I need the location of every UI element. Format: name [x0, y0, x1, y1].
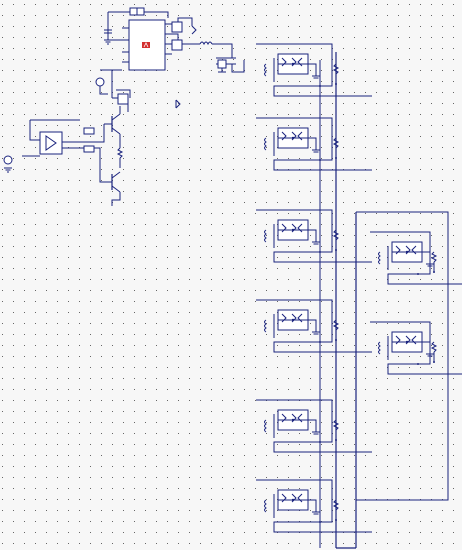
output-inductor[interactable] — [199, 41, 213, 46]
npn-transistor-lower[interactable] — [104, 171, 121, 193]
mosfet-low[interactable] — [171, 39, 183, 51]
right-cell-2[interactable] — [370, 321, 462, 375]
ground-icon — [104, 39, 112, 45]
battery-cell-2[interactable] — [256, 117, 372, 171]
battery-cell-6[interactable] — [256, 479, 372, 533]
voltage-source-icon[interactable] — [95, 77, 105, 87]
battery-cell-4[interactable] — [256, 299, 372, 353]
battery-cell-1[interactable] — [256, 43, 372, 97]
diode-lower[interactable] — [83, 145, 95, 153]
ground-icon-left — [4, 167, 12, 173]
output-capacitor[interactable] — [217, 59, 227, 69]
main-bus — [319, 52, 449, 549]
right-cell-stack — [370, 231, 462, 375]
lt-logo-icon — [142, 42, 150, 48]
cell-stack — [256, 43, 372, 533]
diode-upper[interactable] — [83, 127, 95, 135]
resistor-bias[interactable] — [117, 93, 129, 105]
comparator-block[interactable] — [39, 131, 63, 155]
input-source-icon[interactable] — [3, 155, 13, 165]
resistor-zigzag[interactable] — [116, 147, 124, 159]
mosfet-high[interactable] — [171, 21, 183, 33]
battery-cell-5[interactable] — [256, 399, 372, 453]
npn-transistor-upper[interactable] — [104, 113, 121, 135]
ground-icon-mid — [175, 99, 181, 109]
battery-cell-3[interactable] — [256, 209, 372, 263]
right-cell-1[interactable] — [370, 231, 462, 285]
controller-ic[interactable] — [122, 19, 172, 71]
